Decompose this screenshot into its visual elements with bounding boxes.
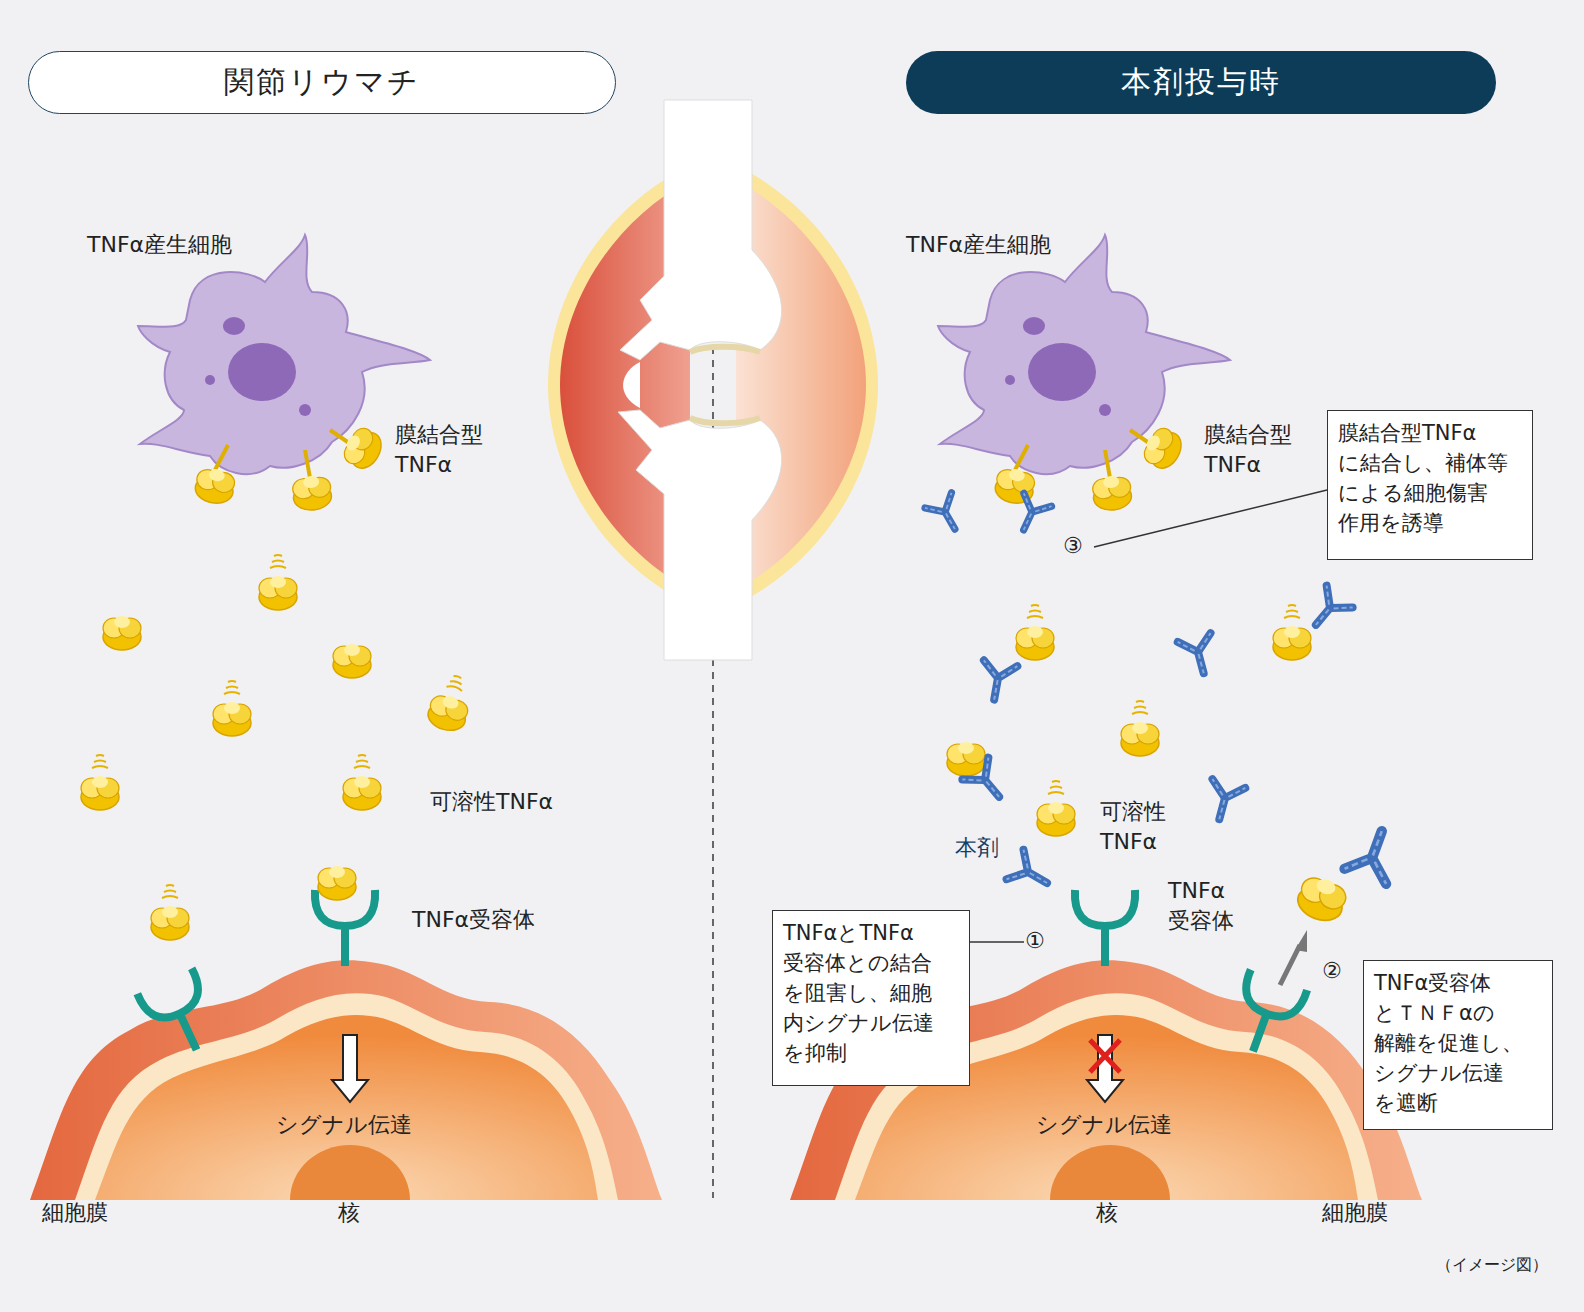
panel-heading: 関節リウマチ xyxy=(28,51,616,114)
callout-number: ① xyxy=(1025,926,1045,956)
part-label: 膜結合型 TNFα xyxy=(1204,420,1309,480)
callout-box: 膜結合型TNFα に結合し、補体等 による細胞傷害 作用を誘導 xyxy=(1327,410,1533,560)
cell-label: TNFα産生細胞 xyxy=(906,230,1051,260)
callout-number: ② xyxy=(1322,956,1342,986)
part-label: 核 xyxy=(338,1198,360,1228)
figure-caption: （イメージ図） xyxy=(1436,1254,1548,1276)
cell-label: TNFα産生細胞 xyxy=(87,230,232,260)
part-label: 細胞膜 xyxy=(42,1198,108,1228)
callout-box: TNFαとTNFα 受容体との結合 を阻害し、細胞 内シグナル伝達 を抑制 xyxy=(772,910,970,1086)
part-label: 細胞膜 xyxy=(1322,1198,1388,1228)
part-label: TNFα受容体 xyxy=(412,905,535,935)
part-label: 核 xyxy=(1096,1198,1118,1228)
process-label: シグナル伝達 xyxy=(276,1110,412,1140)
part-label: 可溶性 TNFα xyxy=(1100,797,1180,857)
part-label: 膜結合型 TNFα xyxy=(395,420,500,480)
callout-text: TNFαとTNFα 受容体との結合 を阻害し、細胞 内シグナル伝達 を抑制 xyxy=(783,918,957,1068)
drug-label: 本剤 xyxy=(955,833,999,863)
process-label: シグナル伝達 xyxy=(1036,1110,1172,1140)
heading-text: 関節リウマチ xyxy=(224,62,420,103)
callout-number: ③ xyxy=(1063,531,1083,561)
callout-box: TNFα受容体 とＴＮＦαの 解離を促進し、 シグナル伝達 を遮断 xyxy=(1363,960,1553,1130)
part-label: 可溶性TNFα xyxy=(430,787,553,817)
panel-heading: 本剤投与時 xyxy=(906,51,1496,114)
callout-text: 膜結合型TNFα に結合し、補体等 による細胞傷害 作用を誘導 xyxy=(1338,418,1520,538)
part-label: TNFα 受容体 xyxy=(1168,876,1248,936)
heading-text: 本剤投与時 xyxy=(1121,62,1281,103)
callout-text: TNFα受容体 とＴＮＦαの 解離を促進し、 シグナル伝達 を遮断 xyxy=(1374,968,1540,1118)
